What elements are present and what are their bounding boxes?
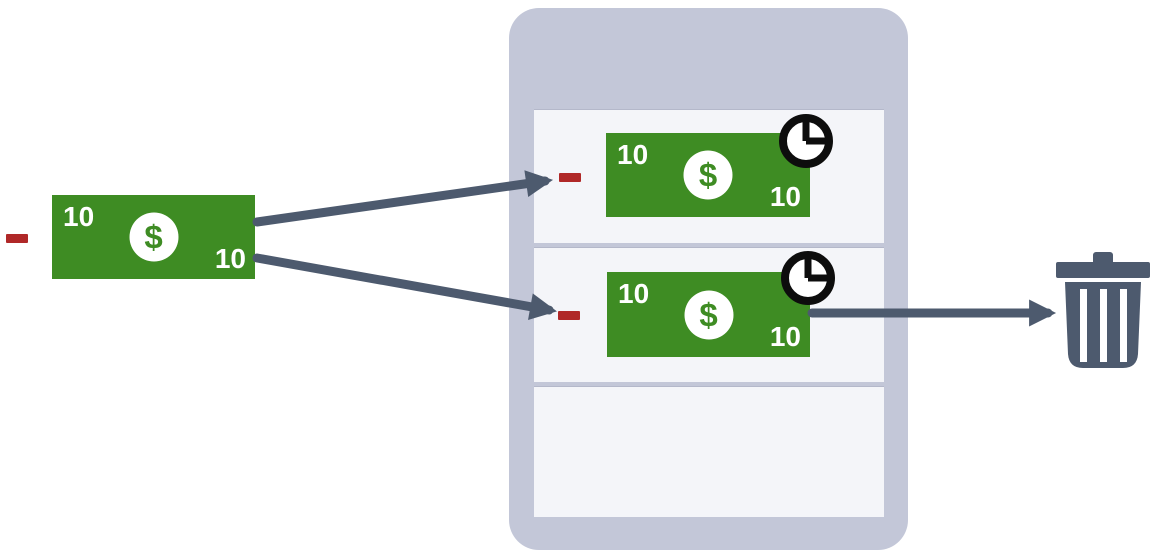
bill-denomination: 10 — [214, 243, 246, 274]
dollar-sign: $ — [144, 218, 163, 256]
bill-denomination: 10 — [769, 321, 801, 352]
pending-transaction-bill-2: 10 $ 10 — [607, 272, 810, 357]
clock-icon — [781, 251, 835, 305]
dollar-coin: $ — [129, 212, 178, 262]
clock-icon — [779, 114, 833, 168]
pending-transaction-bill-1: 10 $ 10 — [606, 133, 810, 217]
dollar-coin: $ — [684, 290, 733, 339]
bill-denomination: 10 — [618, 278, 650, 309]
dollar-coin: $ — [683, 150, 733, 200]
fee-minus-icon — [559, 173, 581, 182]
arrow-to-slot-1 — [252, 170, 554, 227]
bill-denomination: 10 — [63, 201, 95, 232]
dollar-sign: $ — [699, 296, 718, 333]
bill-denomination: 10 — [617, 139, 649, 170]
fee-minus-icon — [6, 234, 28, 243]
source-transaction-bill: 10 $ 10 — [52, 195, 255, 279]
mempool-slot-3 — [534, 387, 884, 517]
arrow-to-slot-2 — [252, 253, 557, 320]
dollar-sign: $ — [698, 156, 718, 194]
fee-minus-icon — [558, 311, 580, 320]
trash-icon — [1056, 252, 1150, 368]
bill-denomination: 10 — [769, 181, 801, 212]
